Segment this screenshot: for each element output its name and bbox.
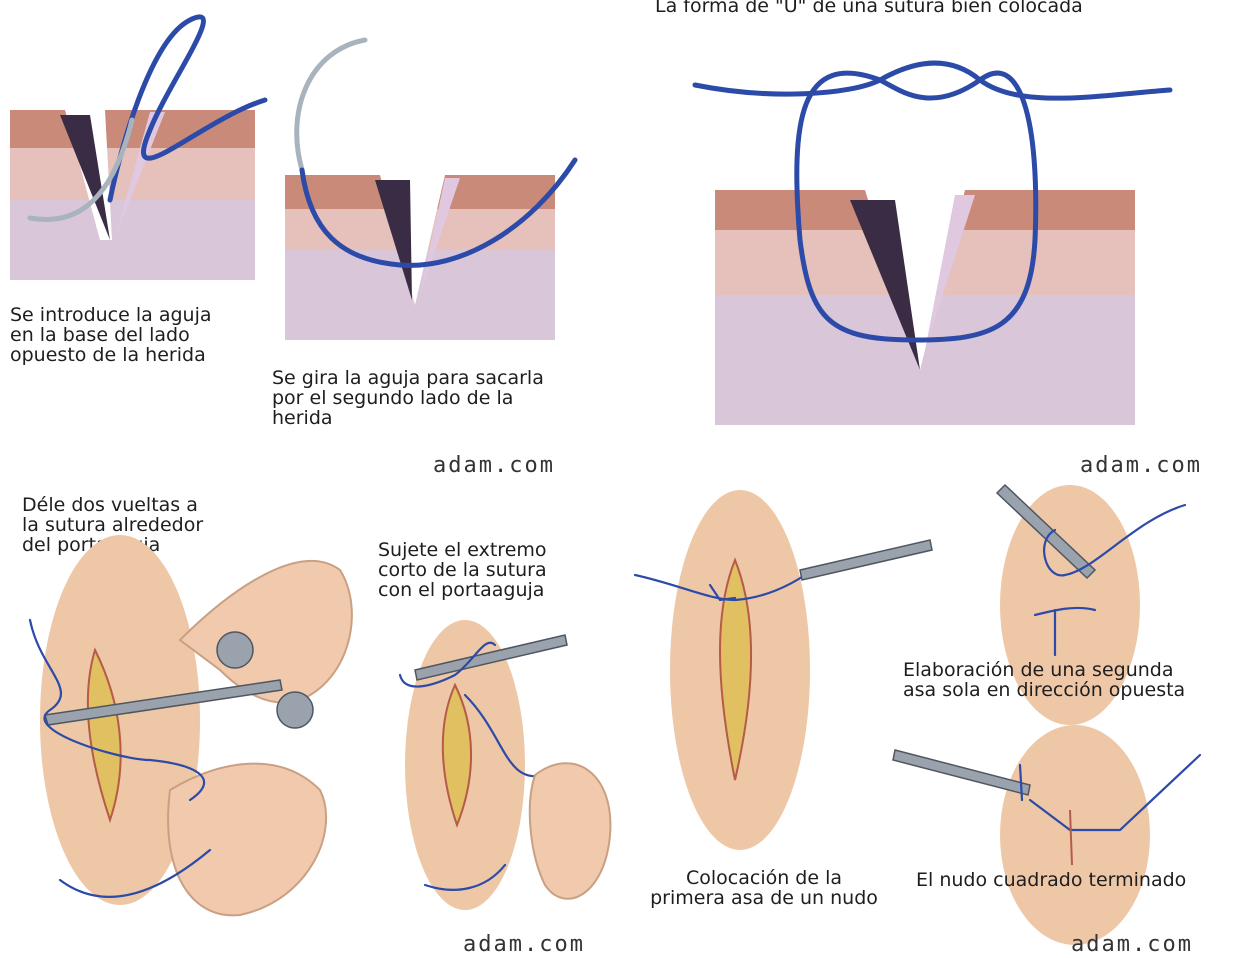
watermark-bottom-left: adam.com	[463, 932, 585, 957]
needle-insertion-illustration	[0, 10, 270, 285]
finished-knot-illustration	[890, 715, 1210, 865]
two-turns-illustration	[20, 530, 370, 930]
rotate-needle-caption: Se gira la aguja para sacarla por el seg…	[272, 368, 544, 428]
insert-needle-caption: Se introduce la aguja en la base del lad…	[10, 305, 212, 365]
watermark-top-right: adam.com	[1080, 453, 1202, 478]
second-loop-caption: Elaboración de una segunda asa sola en d…	[903, 660, 1185, 700]
hold-short-end-illustration	[395, 615, 615, 935]
u-shaped-suture-illustration	[680, 40, 1180, 430]
needle-rotation-illustration	[280, 30, 580, 345]
first-loop-caption: Colocación de la primera asa de un nudo	[634, 868, 894, 908]
watermark-bottom-right: adam.com	[1071, 932, 1193, 957]
second-loop-illustration	[985, 480, 1205, 655]
watermark-top-left: adam.com	[433, 453, 555, 478]
hold-short-end-caption: Sujete el extremo corto de la sutura con…	[378, 540, 547, 600]
u-shape-caption: La forma de "U" de una sutura bien coloc…	[655, 0, 1083, 16]
finished-knot-caption: El nudo cuadrado terminado	[916, 870, 1186, 890]
